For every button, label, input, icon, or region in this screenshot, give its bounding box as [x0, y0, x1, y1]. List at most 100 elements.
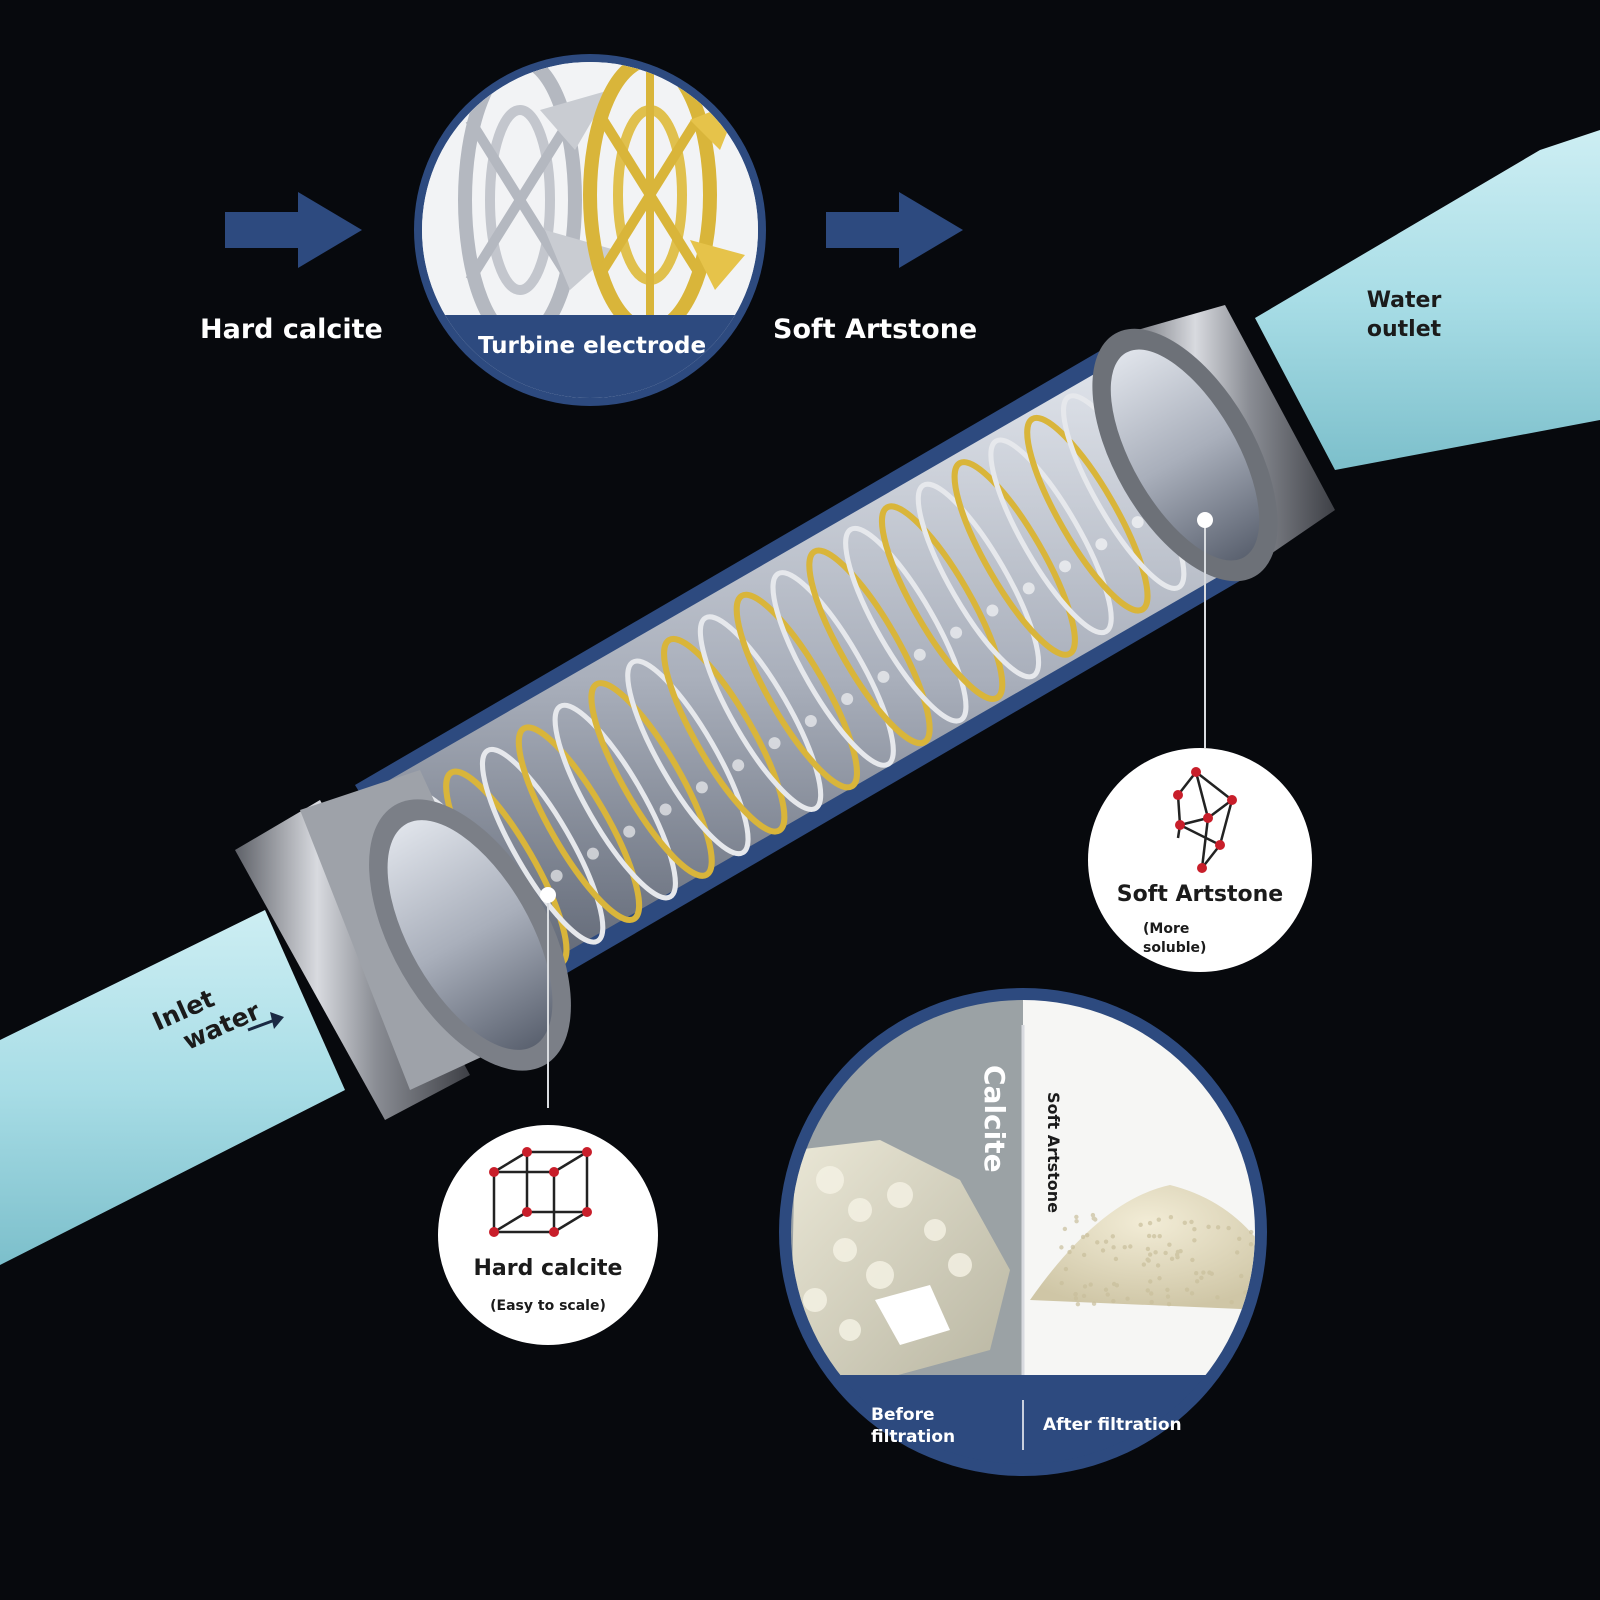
granule: [1067, 1249, 1072, 1255]
soft-artstone-callout: [1088, 748, 1312, 972]
granule: [1103, 1287, 1109, 1292]
granule: [1194, 1279, 1200, 1284]
soft-callout-note-line2: soluble): [1143, 940, 1207, 956]
silver-electrode-disc: [697, 614, 824, 812]
granule: [1122, 1244, 1127, 1250]
granule: [1103, 1239, 1109, 1244]
water-bubble: [586, 847, 599, 860]
granule: [1111, 1298, 1116, 1304]
water-pipe-assembly: [0, 130, 1600, 1265]
cubic-lattice-icon: [489, 1147, 592, 1237]
granule: [1157, 1276, 1162, 1281]
granule: [1165, 1287, 1170, 1292]
comparison-left-vertical: Calcite: [978, 1065, 1011, 1173]
granule: [1169, 1256, 1175, 1262]
granule: [1175, 1255, 1180, 1260]
granule: [1148, 1279, 1153, 1284]
gold-electrode-disc: [951, 459, 1078, 658]
water-bubble: [695, 781, 708, 794]
comparison-right-vertical: Soft Artstone: [1044, 1092, 1063, 1214]
filter-cylinder-interior: [372, 365, 1230, 995]
granule: [1243, 1290, 1248, 1295]
water-bubble: [877, 670, 890, 683]
silver-electrode-disc: [915, 481, 1042, 680]
water-bubble: [1131, 516, 1144, 529]
before-after-comparison: [779, 988, 1267, 1476]
granule: [1151, 1234, 1157, 1239]
gold-electrode-disc: [806, 547, 933, 747]
granule: [1091, 1216, 1096, 1221]
gold-electrode-disc: [1024, 414, 1151, 614]
inlet-pipe: [0, 910, 345, 1265]
water-bubble: [768, 737, 781, 750]
flow-input-label: Hard calcite: [200, 314, 383, 345]
turbine-electrode-badge: [414, 54, 766, 406]
granule: [1073, 1292, 1078, 1297]
comparison-right-caption: After filtration: [1043, 1415, 1182, 1435]
granule: [1074, 1214, 1079, 1220]
granule: [1189, 1219, 1194, 1225]
silver-electrode-disc: [843, 525, 969, 724]
silver-electrode-disc: [770, 570, 896, 768]
silver-electrode-disc: [480, 747, 606, 945]
granule: [1248, 1229, 1254, 1235]
granule: [1165, 1294, 1171, 1299]
water-bubble: [986, 604, 999, 617]
granule: [1147, 1220, 1153, 1226]
granule: [1141, 1262, 1147, 1267]
granule: [1193, 1271, 1199, 1276]
water-bubble: [1059, 560, 1072, 573]
granule: [1085, 1232, 1090, 1238]
outlet-coupling: [1092, 305, 1335, 582]
outlet-label: Water outlet: [1367, 286, 1442, 344]
granule: [1070, 1244, 1076, 1250]
granule: [1113, 1256, 1119, 1262]
granule: [1111, 1281, 1117, 1287]
granule: [1090, 1212, 1096, 1218]
granule: [1157, 1233, 1162, 1239]
water-bubble: [1022, 582, 1035, 595]
granule: [1239, 1273, 1244, 1279]
granule: [1190, 1257, 1195, 1263]
right-arrow-icon: [826, 192, 963, 268]
granule: [1125, 1296, 1130, 1301]
water-bubble: [804, 715, 817, 728]
granule: [1063, 1266, 1069, 1272]
outlet-label-line2: outlet: [1366, 317, 1442, 342]
water-bubble: [623, 825, 636, 838]
gold-electrode-disc: [661, 635, 788, 835]
water-bubble: [550, 869, 563, 882]
soft-callout-note: (More soluble): [1143, 920, 1206, 958]
granule: [1178, 1248, 1183, 1254]
flow-output-label: Soft Artstone: [773, 314, 978, 345]
soft-artstone-granules-image: [1030, 1185, 1255, 1310]
gold-electrode-disc: [733, 591, 860, 791]
granule: [1073, 1296, 1079, 1301]
granule: [1168, 1214, 1174, 1220]
inlet-coupling: [235, 770, 571, 1120]
granule: [1128, 1244, 1133, 1249]
water-bubble: [841, 692, 854, 705]
granule: [1155, 1263, 1161, 1268]
water-bubble: [1095, 538, 1108, 551]
granule: [1145, 1288, 1150, 1293]
granule: [1189, 1291, 1195, 1296]
granule: [1156, 1217, 1162, 1222]
gold-electrode-disc: [878, 503, 1006, 702]
calcite-rock-image: [791, 1140, 1010, 1380]
granule: [1192, 1227, 1197, 1232]
hard-calcite-callout: [438, 1125, 658, 1345]
granule: [1153, 1250, 1158, 1255]
water-bubble: [913, 648, 926, 661]
granule: [1206, 1224, 1211, 1230]
granule: [1215, 1225, 1221, 1230]
granule: [1237, 1236, 1242, 1242]
granule: [1145, 1246, 1151, 1252]
flow-center-label: Turbine electrode: [477, 333, 707, 359]
water-bubble: [950, 626, 963, 639]
granule: [1201, 1270, 1206, 1275]
soft-callout-title: Soft Artstone: [1116, 882, 1284, 907]
granule: [1082, 1284, 1088, 1289]
inlet-arrow-icon: [247, 1012, 284, 1032]
